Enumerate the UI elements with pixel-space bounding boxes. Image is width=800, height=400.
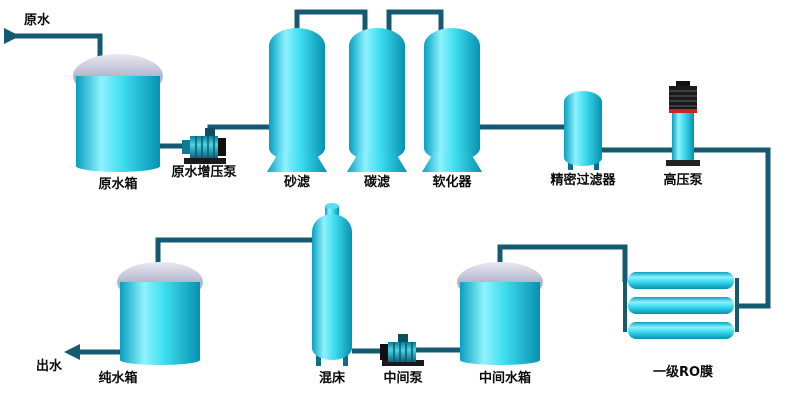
hp-pump-motor-fins bbox=[669, 90, 697, 107]
intermediate-pump bbox=[380, 334, 424, 366]
vessel-skirt bbox=[267, 152, 327, 172]
label-ro-membrane: 一级RO膜 bbox=[653, 364, 713, 380]
label-carbon-filter: 碳滤 bbox=[364, 174, 390, 190]
label-inlet: 原水 bbox=[24, 12, 51, 28]
label-precision-filter: 精密过滤器 bbox=[550, 172, 616, 188]
hp-pump-red-band bbox=[669, 109, 697, 113]
booster-pump bbox=[182, 128, 226, 164]
label-softener: 软化器 bbox=[432, 174, 472, 190]
hp-pump-body bbox=[672, 112, 694, 160]
vessel-skirt bbox=[347, 152, 407, 172]
vessel-leg bbox=[343, 352, 348, 366]
intermediate-tank bbox=[457, 262, 543, 365]
label-mid-pump: 中间泵 bbox=[383, 370, 422, 386]
vessel-body bbox=[269, 46, 325, 148]
pump-end-cap bbox=[218, 138, 226, 156]
pipe-carbon-to-softener bbox=[386, 9, 444, 36]
filter-leg bbox=[594, 160, 599, 170]
pump-port bbox=[205, 128, 215, 140]
precision-filter bbox=[564, 91, 602, 170]
pipe-hp-pump-to-ro bbox=[692, 147, 771, 309]
label-booster-pump: 原水增压泵 bbox=[171, 164, 236, 180]
sand-filter-vessel bbox=[267, 28, 327, 172]
pump-body bbox=[190, 136, 218, 158]
outlet-flow-arrow-icon bbox=[64, 344, 80, 360]
pump-head bbox=[182, 140, 190, 154]
hp-pump-motor-cap bbox=[676, 81, 690, 86]
label-mid-tank: 中间水箱 bbox=[479, 370, 531, 386]
carbon-filter-vessel bbox=[347, 28, 407, 172]
label-mixed-bed: 混床 bbox=[319, 370, 346, 386]
pure-water-tank bbox=[117, 262, 203, 365]
ro-membrane-tube bbox=[628, 297, 734, 314]
tank-bottom bbox=[460, 355, 540, 365]
vessel-body bbox=[349, 46, 405, 148]
vessel-bottom bbox=[312, 336, 352, 360]
label-raw-tank: 原水箱 bbox=[98, 176, 137, 192]
vessel-body bbox=[424, 46, 480, 148]
filter-bottom bbox=[564, 150, 602, 166]
pump-base bbox=[184, 158, 226, 164]
tank-body bbox=[120, 282, 200, 360]
tank-bottom bbox=[76, 160, 160, 172]
raw-water-tank bbox=[73, 54, 163, 172]
ro-membrane-tube bbox=[628, 272, 734, 289]
vessel-skirt bbox=[422, 152, 482, 172]
tank-body bbox=[460, 282, 540, 360]
hp-pump-base bbox=[666, 160, 700, 166]
ro-membrane-stack bbox=[628, 272, 734, 339]
vessel-body bbox=[312, 232, 352, 348]
mixed-bed-vessel bbox=[312, 203, 352, 366]
vessel-leg bbox=[316, 352, 321, 366]
pump-end-cap bbox=[380, 344, 388, 360]
tank-bottom bbox=[120, 355, 200, 365]
ro-membrane-tube bbox=[628, 322, 734, 339]
filter-leg bbox=[568, 160, 573, 170]
labels: 原水 原水箱 原水增压泵 砂滤 碳滤 软化器 精密过滤器 高压泵 一级RO膜 中… bbox=[24, 12, 713, 386]
label-outlet: 出水 bbox=[36, 358, 63, 374]
pump-ribs bbox=[195, 136, 215, 158]
label-pure-tank: 纯水箱 bbox=[98, 370, 137, 386]
vessel-neck-cap bbox=[325, 203, 339, 209]
tank-body bbox=[76, 76, 160, 166]
pipe-ro-to-mid-tank bbox=[497, 244, 628, 282]
inlet-flow-arrow-icon bbox=[4, 28, 20, 44]
label-sand-filter: 砂滤 bbox=[283, 174, 310, 190]
label-hp-pump: 高压泵 bbox=[663, 172, 702, 188]
high-pressure-pump bbox=[666, 81, 700, 166]
pump-port bbox=[398, 334, 408, 344]
pipe-network bbox=[4, 9, 771, 360]
pipe-sand-to-carbon bbox=[294, 9, 368, 36]
pump-base bbox=[382, 360, 424, 366]
pump-ribs bbox=[393, 342, 413, 362]
filter-body bbox=[564, 102, 602, 158]
pump-body bbox=[388, 342, 416, 362]
softener-vessel bbox=[422, 28, 482, 172]
